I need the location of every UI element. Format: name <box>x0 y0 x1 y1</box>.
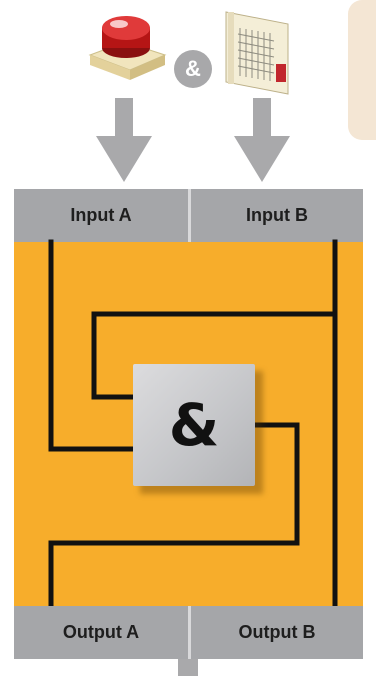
light-curtain-icon <box>225 11 289 95</box>
and-gate: & <box>133 364 255 486</box>
output-a-label: Output A <box>62 622 140 642</box>
and-badge: & <box>174 50 212 88</box>
input-b-label: Input B <box>246 205 308 225</box>
arrow-down-icon <box>234 98 290 182</box>
arrow-down-icon <box>96 98 152 182</box>
header-divider <box>188 189 191 242</box>
wire-output-a <box>48 422 300 609</box>
illustration-area: & <box>0 0 376 182</box>
footer-divider <box>188 606 191 659</box>
wire-input-a <box>48 239 138 452</box>
background-sample <box>348 0 376 140</box>
output-b-label: Output B <box>238 622 316 642</box>
wire-input-b <box>91 311 338 400</box>
input-a-label: Input A <box>70 205 132 225</box>
push-button-icon <box>88 16 167 80</box>
output-stub <box>178 659 198 676</box>
